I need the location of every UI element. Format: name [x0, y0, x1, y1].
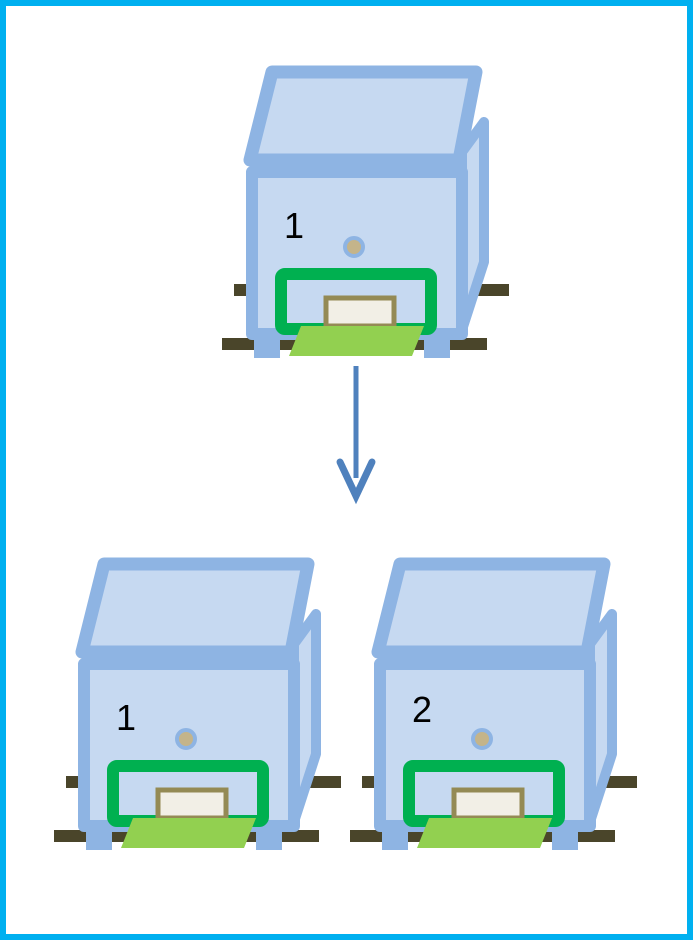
- hive-bottom-left-number: 1: [116, 697, 136, 738]
- hive-top: 1: [222, 72, 509, 358]
- arrow-down-icon: [336, 366, 376, 505]
- hive-top-number: 1: [284, 205, 304, 246]
- hive-bottom-left: 1: [54, 564, 341, 850]
- hive-bottom-right-number: 2: [412, 689, 432, 730]
- hive-bottom-right: 2: [350, 564, 637, 850]
- hive-top-drawing: [222, 72, 509, 358]
- hive-bottom-left-drawing: [54, 564, 341, 850]
- hive-bottom-right-drawing: [350, 564, 637, 850]
